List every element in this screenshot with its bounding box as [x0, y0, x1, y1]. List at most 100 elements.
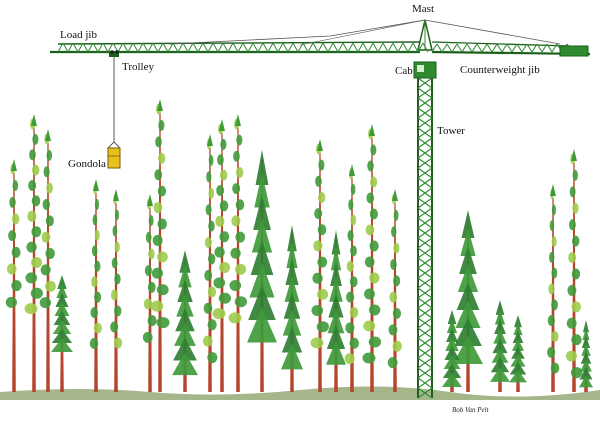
tree-foliage: [495, 300, 505, 315]
ground: [0, 386, 600, 400]
tower-brace: [417, 137, 433, 149]
tree-foliage: [216, 185, 225, 197]
tree-tip: [157, 99, 163, 111]
tree: [490, 300, 510, 392]
tree-foliage: [582, 320, 590, 333]
tree-foliage: [114, 273, 121, 285]
tree-foliage: [369, 208, 378, 220]
tree-foliage: [348, 199, 354, 211]
tree-foliage: [11, 246, 21, 258]
tree-trunk: [220, 133, 224, 392]
tree-foliage: [248, 285, 276, 320]
tree-foliage: [569, 186, 576, 198]
tree-foliage: [370, 144, 377, 156]
tree-foliage: [203, 302, 213, 314]
tree-foliage: [91, 276, 98, 288]
load-jib-brace: [72, 42, 79, 53]
load-jib-brace: [107, 42, 114, 53]
tree-foliage: [461, 210, 475, 238]
tree: [150, 99, 170, 392]
tree-foliage: [213, 277, 226, 289]
tree: [110, 189, 123, 392]
tree-foliage: [219, 200, 229, 212]
load-jib-brace: [402, 42, 409, 53]
tree-foliage: [579, 375, 593, 388]
tree-foliage: [157, 185, 167, 197]
tree-foliage: [350, 245, 357, 257]
load-jib-brace: [412, 42, 419, 53]
tree-foliage: [27, 210, 37, 222]
load-jib-brace: [377, 42, 384, 53]
tree-foliage: [446, 319, 458, 333]
load-jib-brace: [347, 42, 354, 53]
tree-foliage: [31, 256, 43, 268]
tree-foliage: [220, 138, 227, 150]
tower-brace: [417, 347, 433, 359]
tree-foliage: [112, 225, 118, 237]
tree-foliage: [208, 187, 215, 199]
load-jib-brace: [92, 42, 99, 53]
tree-foliage: [316, 321, 329, 333]
load-jib-brace: [292, 42, 299, 53]
load-jib-brace: [202, 42, 209, 53]
tree-foliage: [317, 256, 328, 268]
tree-foliage: [349, 306, 359, 318]
tree-foliage: [370, 176, 378, 188]
tree-tip: [11, 159, 17, 171]
tree-foliage: [454, 318, 482, 346]
tree-foliage: [212, 308, 226, 320]
tree-foliage: [45, 215, 54, 227]
counterweight-jib-brace: [526, 43, 533, 53]
load-jib-brace: [102, 42, 109, 53]
tree-foliage: [311, 305, 324, 317]
tree-foliage: [317, 288, 329, 300]
tree-foliage: [490, 366, 510, 382]
tower-brace: [417, 217, 433, 229]
tree-foliage: [350, 214, 357, 226]
tree-foliage: [281, 326, 303, 353]
tower-brace: [417, 157, 433, 169]
tower-brace: [417, 187, 433, 199]
tree-foliage: [114, 305, 122, 317]
tower-brace: [417, 237, 433, 249]
tree-foliage: [215, 215, 225, 227]
forest: [0, 99, 600, 400]
load-jib-brace: [417, 42, 424, 53]
load-jib-brace: [132, 42, 139, 53]
tree-foliage: [287, 225, 297, 252]
tree-foliage: [30, 287, 43, 299]
tree-foliage: [312, 272, 323, 284]
load-jib-brace: [87, 42, 94, 53]
load-jib-brace: [262, 42, 269, 53]
tree-foliage: [549, 251, 555, 263]
load-jib-brace: [117, 42, 124, 53]
load-jib-tie: [299, 19, 426, 46]
tree-foliage: [233, 150, 240, 162]
load-jib-brace: [337, 42, 344, 53]
tree-foliage: [571, 268, 581, 280]
counterweight-jib-brace: [506, 43, 513, 53]
tree-foliage: [153, 202, 163, 214]
load-jib-brace: [277, 42, 284, 53]
tree-foliage: [217, 154, 224, 166]
tree-foliage: [551, 204, 556, 216]
tree-foliage: [285, 258, 299, 285]
load-jib-brace: [407, 42, 414, 53]
tree-foliage: [445, 337, 459, 351]
load-jib-brace: [257, 42, 264, 53]
tree-foliage: [390, 258, 397, 270]
tree-foliage: [214, 246, 225, 258]
tower-brace: [417, 367, 433, 379]
load-jib-brace: [182, 42, 189, 53]
tree-foliage: [367, 160, 374, 172]
counterweight-jib-top: [431, 41, 571, 47]
tree-foliage: [572, 202, 579, 214]
tree-foliage: [150, 300, 164, 312]
tree-foliage: [207, 319, 217, 331]
tree-foliage: [39, 297, 52, 309]
tree-foliage: [151, 267, 163, 279]
tree-foliage: [147, 281, 156, 293]
tree-foliage: [6, 263, 17, 275]
gondola-label: Gondola: [68, 158, 106, 170]
